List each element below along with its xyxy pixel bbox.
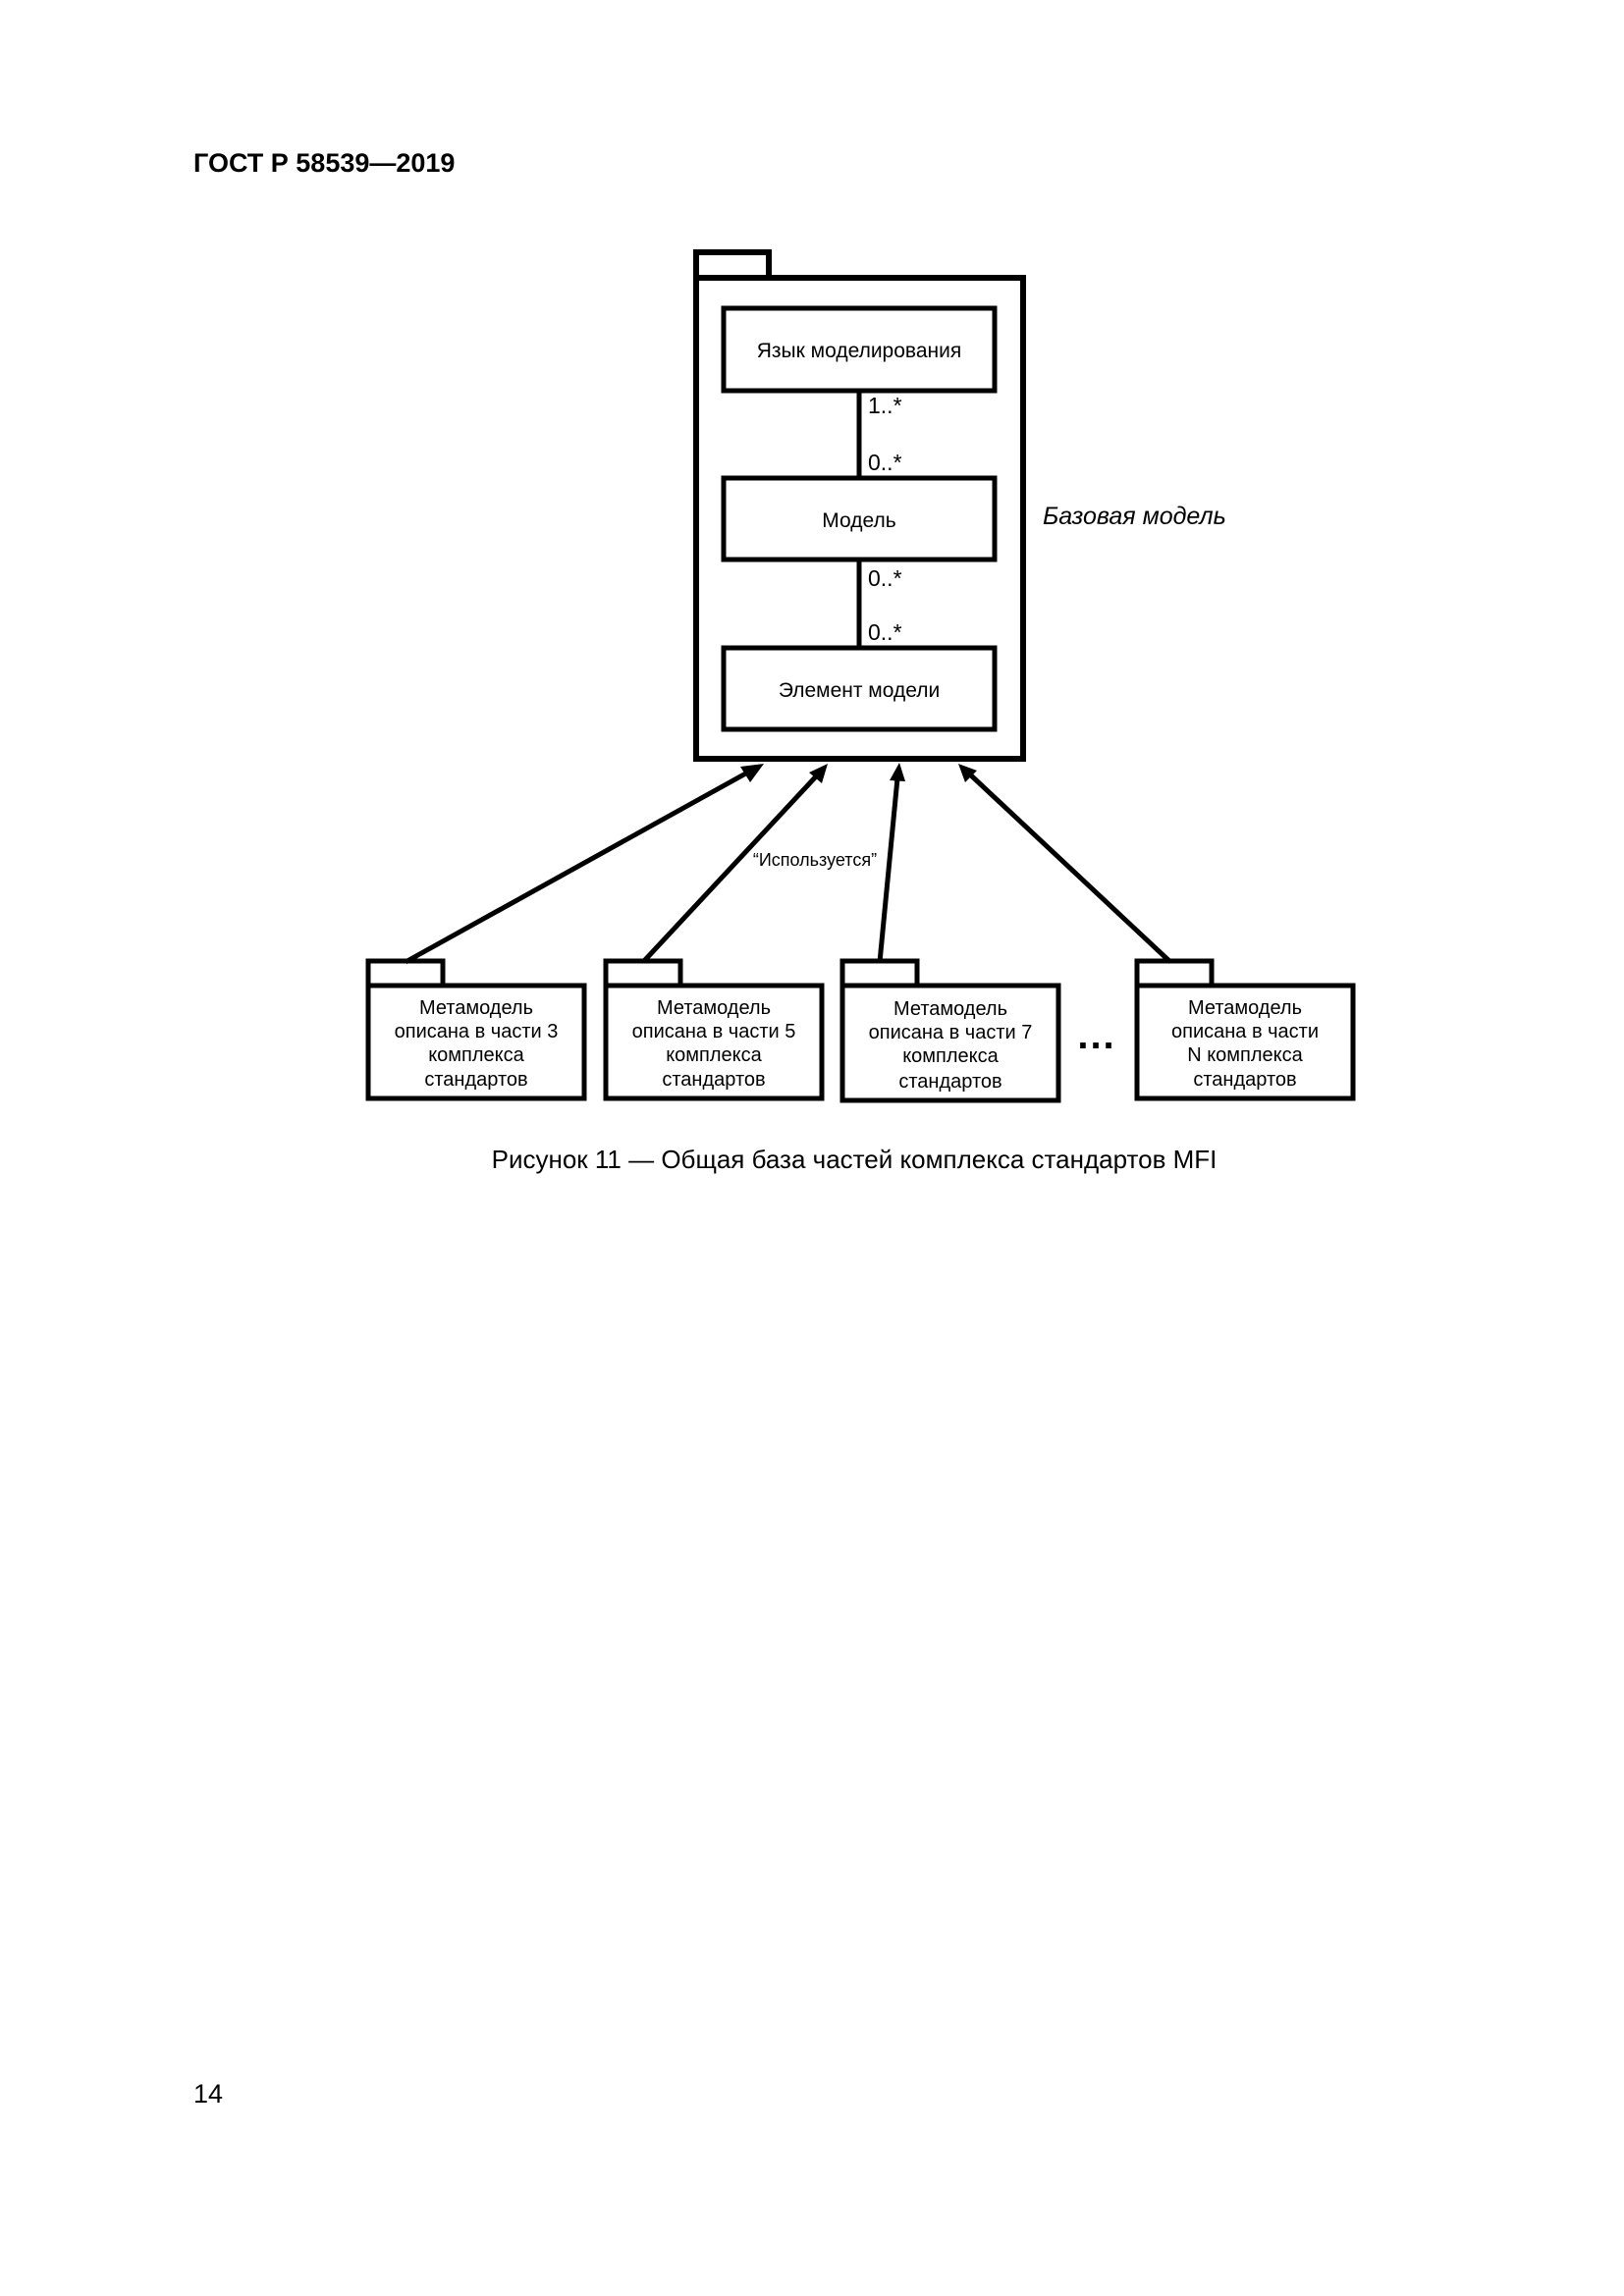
metamodel-text-line: описана в части [1171,1021,1319,1042]
metamodel-text-line: Метамодель [1188,997,1302,1019]
package-body [603,983,825,1101]
multiplicity-label: 1..* [868,393,902,418]
package-tab [839,958,920,988]
figure-caption: Рисунок 11 — Общая база частей комплекса… [491,1145,1218,1174]
metamodel-text-line: описана в части 5 [632,1021,796,1042]
metamodel-text-line: комплекса [428,1044,524,1066]
document-header: ГОСТ Р 58539—2019 [193,148,456,178]
model-box: Модель [721,475,998,562]
package-body [839,983,1061,1103]
language-box-label: Язык моделирования [757,340,961,362]
package-tab [603,958,683,988]
package-tab [1134,958,1215,988]
uses-arrow [404,769,751,965]
multiplicity-label: 0..* [868,619,902,645]
metamodel-text-line: описана в части 3 [395,1021,559,1042]
metamodel-text-line: Метамодель [657,997,771,1019]
multiplicity-label: 0..* [868,565,902,591]
uses-label: “Используется” [753,850,877,870]
package-body [693,275,1026,762]
package-tab [693,249,772,281]
metamodel-text-line: стандартов [662,1069,765,1091]
base-model-package [693,249,1026,762]
uses-arrow [641,774,819,964]
metamodel-text-line: Метамодель [419,997,533,1019]
metamodel-text-line: стандартов [898,1071,1001,1093]
base-model-label: Базовая модель [1043,503,1226,530]
page-number: 14 [193,2079,224,2109]
metamodel-text-line: комплекса [902,1045,999,1067]
package-body [1134,983,1356,1101]
language-box: Язык моделирования [721,305,998,394]
ellipsis: ... [1077,1014,1115,1057]
metamodel-text-line: стандартов [424,1069,527,1091]
package-body [365,983,587,1101]
metamodel-text-line: комплекса [666,1044,762,1066]
arrowhead [958,764,977,782]
package-tab [365,958,446,988]
uses-arrow [968,773,1172,964]
metamodel-text-line: N комплекса [1187,1044,1303,1066]
uses-arrow [877,777,900,963]
metamodel-text-line: Метамодель [893,998,1007,1020]
metamodel-package: Метамодель описана в части 7 комплекса с… [839,958,1061,1103]
element-box: Элемент модели [721,645,998,732]
metamodel-package: Метамодель описана в части 5 комплекса с… [603,958,825,1101]
metamodel-package: Метамодель описана в части 3 комплекса с… [365,958,587,1101]
metamodel-text-line: описана в части 7 [869,1022,1033,1043]
metamodel-package: Метамодель описана в части N комплекса с… [1134,958,1356,1101]
arrowhead [740,764,764,782]
uses-arrows [404,763,1172,965]
element-box-label: Элемент модели [779,679,940,702]
metamodel-text-line: стандартов [1193,1069,1296,1091]
arrowhead [890,763,905,781]
multiplicity-label: 0..* [868,450,902,475]
arrowhead [809,764,828,783]
model-box-label: Модель [822,509,895,532]
